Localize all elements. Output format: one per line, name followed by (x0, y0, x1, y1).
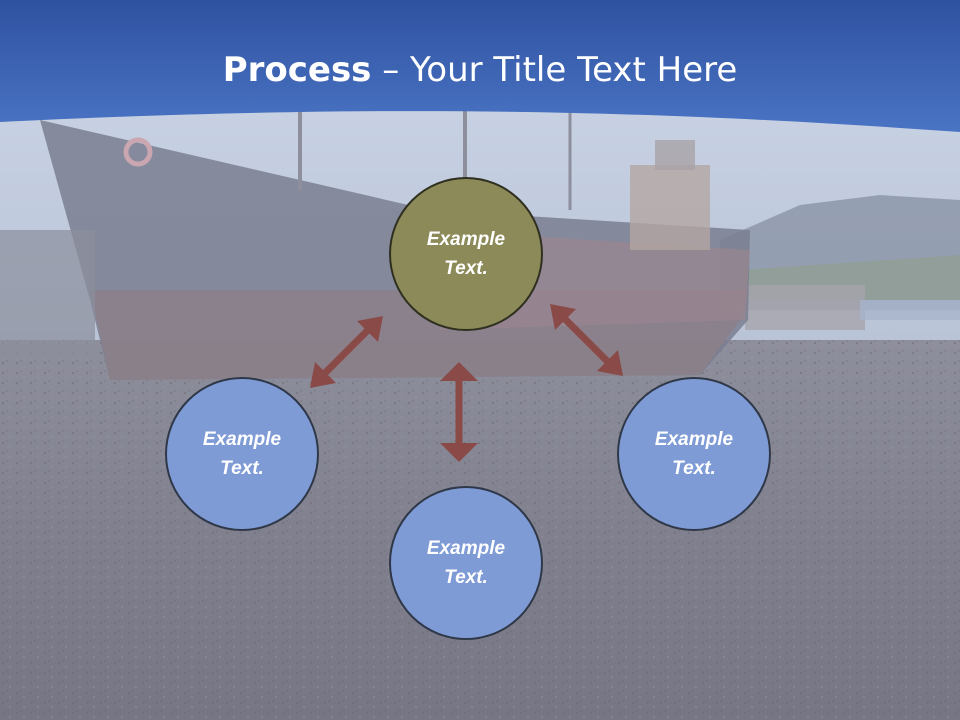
node-left-line1: Example (202, 429, 282, 450)
process-node-bottom: Example Text. (389, 486, 543, 640)
node-bottom-line1: Example (426, 538, 506, 559)
title-bold: Process (222, 50, 372, 90)
process-node-center: Example Text. (389, 177, 543, 331)
node-left-line2: Text. (220, 458, 264, 479)
arrow-center-left (310, 316, 383, 388)
node-bottom-line2: Text. (444, 567, 488, 588)
node-right-line2: Text. (672, 458, 716, 479)
node-center-line2: Text. (444, 258, 488, 279)
node-right-line1: Example (654, 429, 734, 450)
arrow-center-bottom (440, 362, 478, 462)
node-center-line1: Example (426, 229, 506, 250)
process-node-left: Example Text. (165, 377, 319, 531)
process-node-right: Example Text. (617, 377, 771, 531)
slide-title: Process – Your Title Text Here (0, 50, 960, 90)
title-rest: – Your Title Text Here (371, 50, 738, 90)
arrow-center-right (550, 304, 623, 376)
